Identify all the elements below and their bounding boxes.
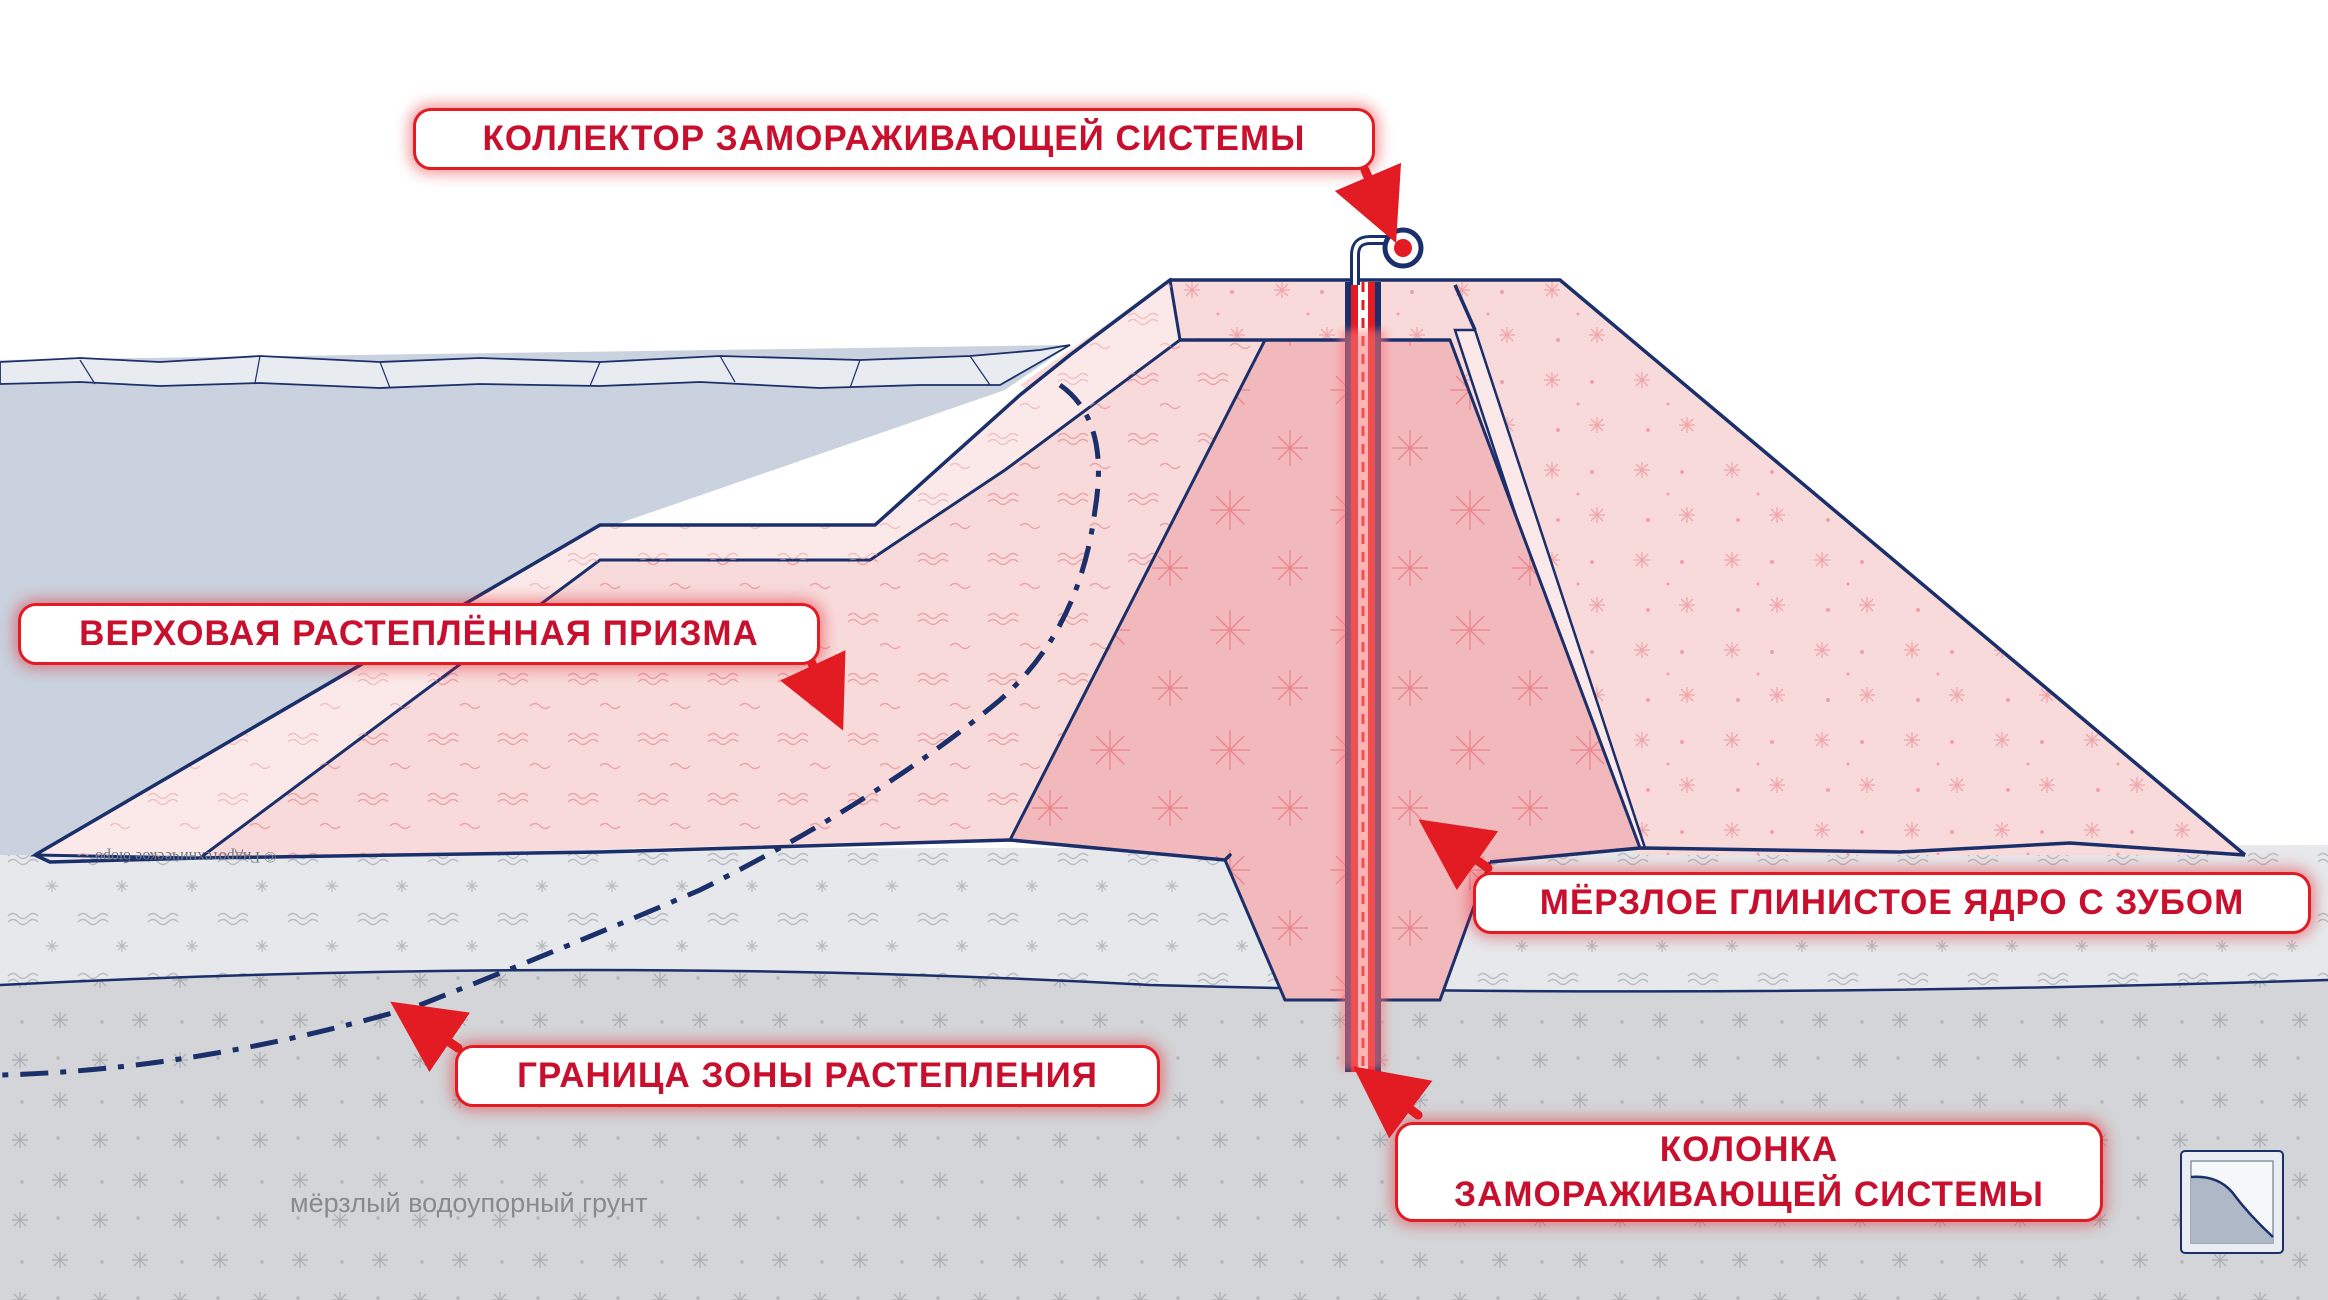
- arrow-icon: [1334, 162, 1402, 244]
- logo-icon: [2180, 1150, 2284, 1254]
- frozen-core-callout: МЁРЗЛОЕ ГЛИНИСТОЕ ЯДРО С ЗУБОМ: [1473, 872, 2311, 934]
- column-label-line1: КОЛОНКА: [1659, 1129, 1839, 1169]
- reservoir-water: [0, 344, 1071, 855]
- arrow-icon: [1353, 1066, 1433, 1139]
- collector-label: КОЛЛЕКТОР ЗАМОРАЖИВАЮЩЕЙ СИСТЕМЫ: [482, 119, 1306, 159]
- freezing-column: [1340, 235, 1390, 1072]
- dam-outline: [34, 278, 2247, 864]
- ice-cover: [0, 344, 1071, 389]
- collector-icon: [1382, 227, 1424, 269]
- copyright-text: © Гидротехническое бюро: [95, 848, 277, 865]
- arrow-icon: [1418, 819, 1499, 891]
- collector-callout: КОЛЛЕКТОР ЗАМОРАЖИВАЮЩЕЙ СИСТЕМЫ: [413, 108, 1375, 170]
- thaw-boundary-callout: ГРАНИЦА ЗОНЫ РАСТЕПЛЕНИЯ: [455, 1045, 1160, 1107]
- column-callout: КОЛОНКА ЗАМОРАЖИВАЮЩЕЙ СИСТЕМЫ: [1395, 1122, 2103, 1222]
- upstream-prism-label: ВЕРХОВАЯ РАСТЕПЛЁННАЯ ПРИЗМА: [79, 614, 759, 654]
- upstream-prism-callout: ВЕРХОВАЯ РАСТЕПЛЁННАЯ ПРИЗМА: [18, 603, 820, 665]
- thaw-boundary-label: ГРАНИЦА ЗОНЫ РАСТЕПЛЕНИЯ: [517, 1056, 1098, 1096]
- column-label-line2: ЗАМОРАЖИВАЮЩЕЙ СИСТЕМЫ: [1454, 1175, 2044, 1214]
- arrow-icon: [390, 1001, 471, 1073]
- frozen-core-label: МЁРЗЛОЕ ГЛИНИСТОЕ ЯДРО С ЗУБОМ: [1539, 883, 2245, 923]
- thaw-boundary-line: [0, 382, 1101, 1078]
- ground-label: мёрзлый водоупорный грунт: [290, 1188, 648, 1218]
